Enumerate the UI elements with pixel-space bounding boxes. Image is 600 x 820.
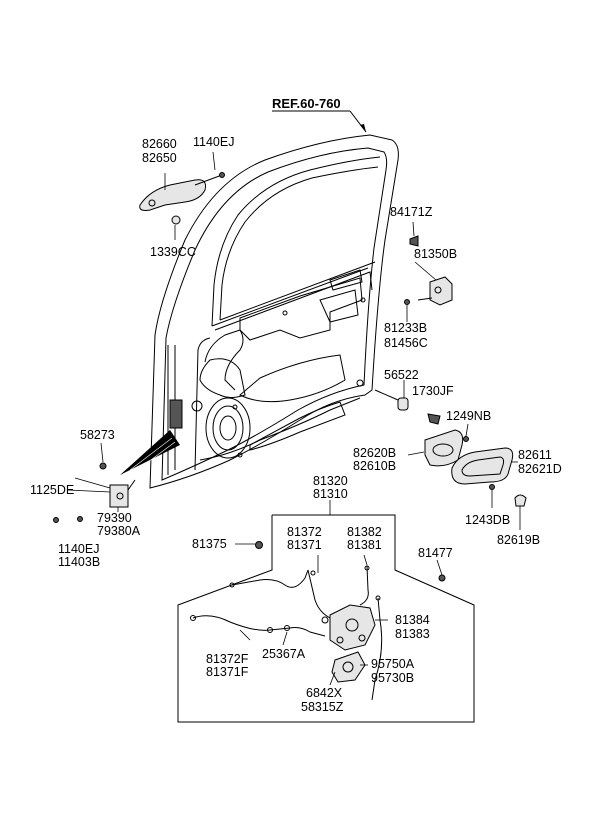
- clip-81375: [255, 541, 263, 549]
- label-81382: 81382: [347, 525, 382, 539]
- label-81371F: 81371F: [206, 665, 249, 679]
- label-82650: 82650: [142, 151, 177, 165]
- leader-6842X: [329, 671, 336, 686]
- label-56522: 56522: [384, 368, 419, 382]
- label-25367A: 25367A: [262, 647, 306, 661]
- screw-1249NB: [463, 436, 469, 442]
- bolt-1125DE: [53, 517, 59, 523]
- label-82610B: 82610B: [353, 459, 396, 473]
- label-95750A: 95750A: [371, 657, 415, 671]
- lock-assembly-outline: [177, 500, 475, 723]
- label-58273: 58273: [80, 428, 115, 442]
- plug-84171Z: [409, 235, 419, 247]
- handle-bezel-82611: [451, 447, 514, 485]
- label-84171Z: 84171Z: [390, 205, 433, 219]
- label-11403B: 11403B: [58, 555, 100, 569]
- label-81375: 81375: [192, 537, 227, 551]
- label-1243DB: 1243DB: [465, 513, 510, 527]
- label-95730B: 95730B: [371, 671, 414, 685]
- door-panel: [149, 134, 399, 489]
- label-79380A: 79380A: [97, 524, 141, 538]
- label-81372F: 81372F: [206, 652, 249, 666]
- label-81233B: 81233B: [384, 321, 427, 335]
- latch-body: [329, 604, 376, 683]
- label-81383: 81383: [395, 627, 430, 641]
- label-81381: 81381: [347, 538, 382, 552]
- label-1125DE: 1125DE: [30, 483, 74, 497]
- label-81371: 81371: [287, 538, 322, 552]
- label-81372: 81372: [287, 525, 322, 539]
- label-1140EJ: 1140EJ: [58, 542, 99, 556]
- label-82619B: 82619B: [497, 533, 540, 547]
- hinge-79390: [109, 479, 136, 508]
- label-82620B: 82620B: [353, 446, 396, 460]
- leader-84171Z: [412, 221, 415, 237]
- label-58315Z: 58315Z: [301, 700, 344, 714]
- leader-81350B: [414, 261, 437, 281]
- label-81384: 81384: [395, 613, 430, 627]
- leader-1140EJ-top: [212, 151, 216, 171]
- label-79390: 79390: [97, 511, 132, 525]
- bolt-58273: [99, 462, 107, 470]
- leader-81372F: [239, 629, 251, 641]
- leader-25367A: [282, 631, 288, 646]
- leader-82620B: [407, 451, 425, 456]
- screw-1243DB: [489, 484, 495, 490]
- leader-1125DE-a: [67, 489, 111, 493]
- label-1249NB: 1249NB: [446, 409, 491, 423]
- label-81477: 81477: [418, 546, 453, 560]
- screw-81233B: [404, 299, 410, 305]
- label-81320: 81320: [313, 474, 348, 488]
- hinge-pointer: [120, 430, 180, 475]
- label-82611: 82611: [518, 448, 552, 462]
- cap-82619B: [514, 494, 527, 507]
- leader-1249NB: [465, 423, 469, 437]
- lock-cables: [190, 565, 383, 701]
- leader-81477: [436, 559, 443, 576]
- hinge-strip: [169, 399, 183, 429]
- label-1339CC: 1339CC: [150, 245, 196, 259]
- ref-arrowhead: [360, 124, 366, 132]
- label-1140EJ-top: 1140EJ: [193, 135, 234, 149]
- label-82621D: 82621D: [518, 462, 562, 476]
- outside-door-handle: [139, 172, 225, 225]
- leader-81382: [363, 554, 368, 566]
- bolt-81477: [438, 574, 446, 582]
- label-81310: 81310: [313, 487, 348, 501]
- inside-handle-82620B: [424, 413, 464, 467]
- label-6842X: 6842X: [306, 686, 343, 700]
- striker-81350B: [417, 276, 453, 306]
- label-81350B: 81350B: [414, 247, 457, 261]
- leader-1125DE-b: [74, 477, 111, 489]
- bolt-1140EJ: [77, 516, 83, 522]
- bumper-56522: [374, 389, 409, 411]
- ref-label: REF.60-760: [272, 96, 341, 111]
- label-81456C: 81456C: [384, 336, 428, 350]
- leader-58273: [100, 442, 104, 463]
- label-82660: 82660: [142, 137, 177, 151]
- label-1730JF: 1730JF: [412, 384, 454, 398]
